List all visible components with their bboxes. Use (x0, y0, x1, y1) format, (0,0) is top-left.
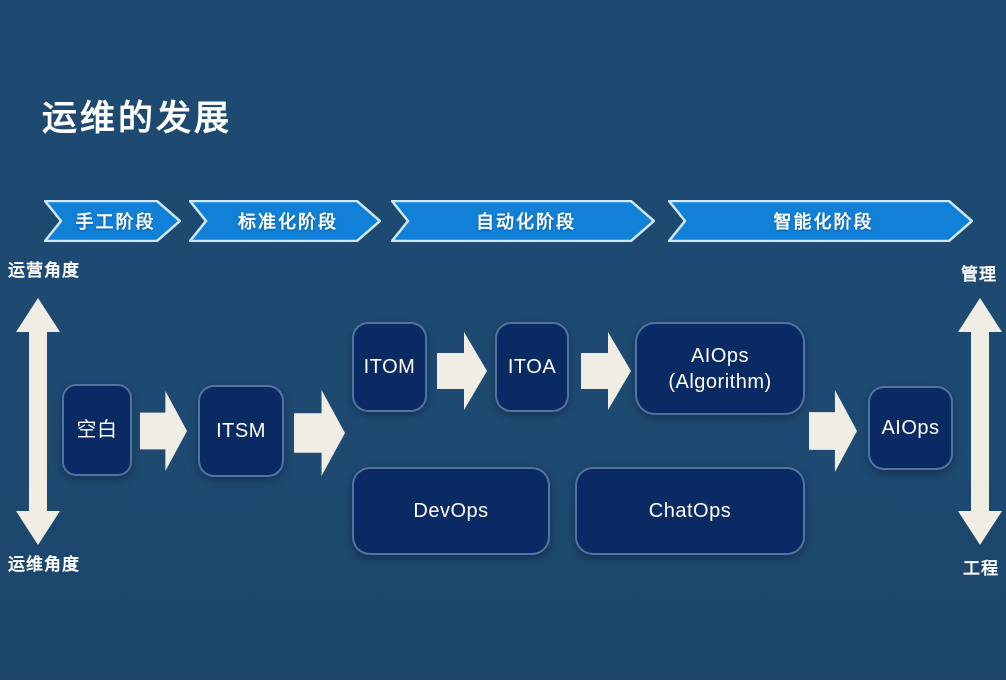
node-label: ChatOps (648, 500, 732, 522)
axis-left-top-label: 运营角度 (8, 261, 80, 280)
node-aiops: AIOps (868, 386, 953, 470)
right-arrow-icon (437, 332, 487, 410)
page-title: 运维的发展 (42, 99, 233, 138)
phase-banner-intelligence: 智能化阶段 (668, 200, 973, 242)
phase-banner-manual: 手工阶段 (44, 200, 181, 242)
phase-banner-label: 手工阶段 (75, 212, 156, 232)
node-label: ITOM (363, 356, 416, 378)
right-arrow-icon (581, 332, 631, 410)
phase-banner-label: 标准化阶段 (238, 212, 338, 232)
phase-banner-automation: 自动化阶段 (391, 200, 655, 242)
node-label-line1: AIOps (690, 344, 750, 367)
node-aiops-algorithm: AIOps (Algorithm) (635, 322, 805, 415)
right-arrow-icon (809, 390, 857, 472)
node-label: AIOps (881, 417, 940, 439)
node-itom: ITOM (352, 322, 427, 412)
node-label: ITOA (507, 356, 557, 378)
chevron-banner-shape-icon (668, 200, 973, 242)
phase-banner-standardization: 标准化阶段 (189, 200, 381, 242)
phase-banner-label: 自动化阶段 (476, 212, 576, 232)
axis-right-top-label: 管理 (961, 265, 997, 284)
chevron-banner-shape-icon (189, 200, 381, 242)
axis-right-bottom-label: 工程 (963, 559, 999, 578)
node-label: 空白 (76, 419, 118, 441)
chevron-banner-shape-icon (44, 200, 181, 242)
phase-banner-label: 智能化阶段 (773, 212, 874, 232)
node-label: ITSM (216, 420, 266, 442)
node-label-line2: (Algorithm) (668, 370, 772, 393)
node-devops: DevOps (352, 467, 550, 555)
vertical-double-arrow-left-icon (15, 298, 61, 545)
chevron-banner-shape-icon (391, 200, 655, 242)
node-itoa: ITOA (495, 322, 569, 412)
node-chatops: ChatOps (575, 467, 805, 555)
node-itsm: ITSM (198, 385, 284, 477)
axis-left-bottom-label: 运维角度 (8, 555, 80, 574)
right-arrow-icon (140, 391, 187, 471)
right-arrow-icon (294, 390, 345, 476)
vertical-double-arrow-right-icon (957, 298, 1003, 545)
node-label: DevOps (413, 500, 489, 522)
node-blank: 空白 (62, 384, 132, 476)
